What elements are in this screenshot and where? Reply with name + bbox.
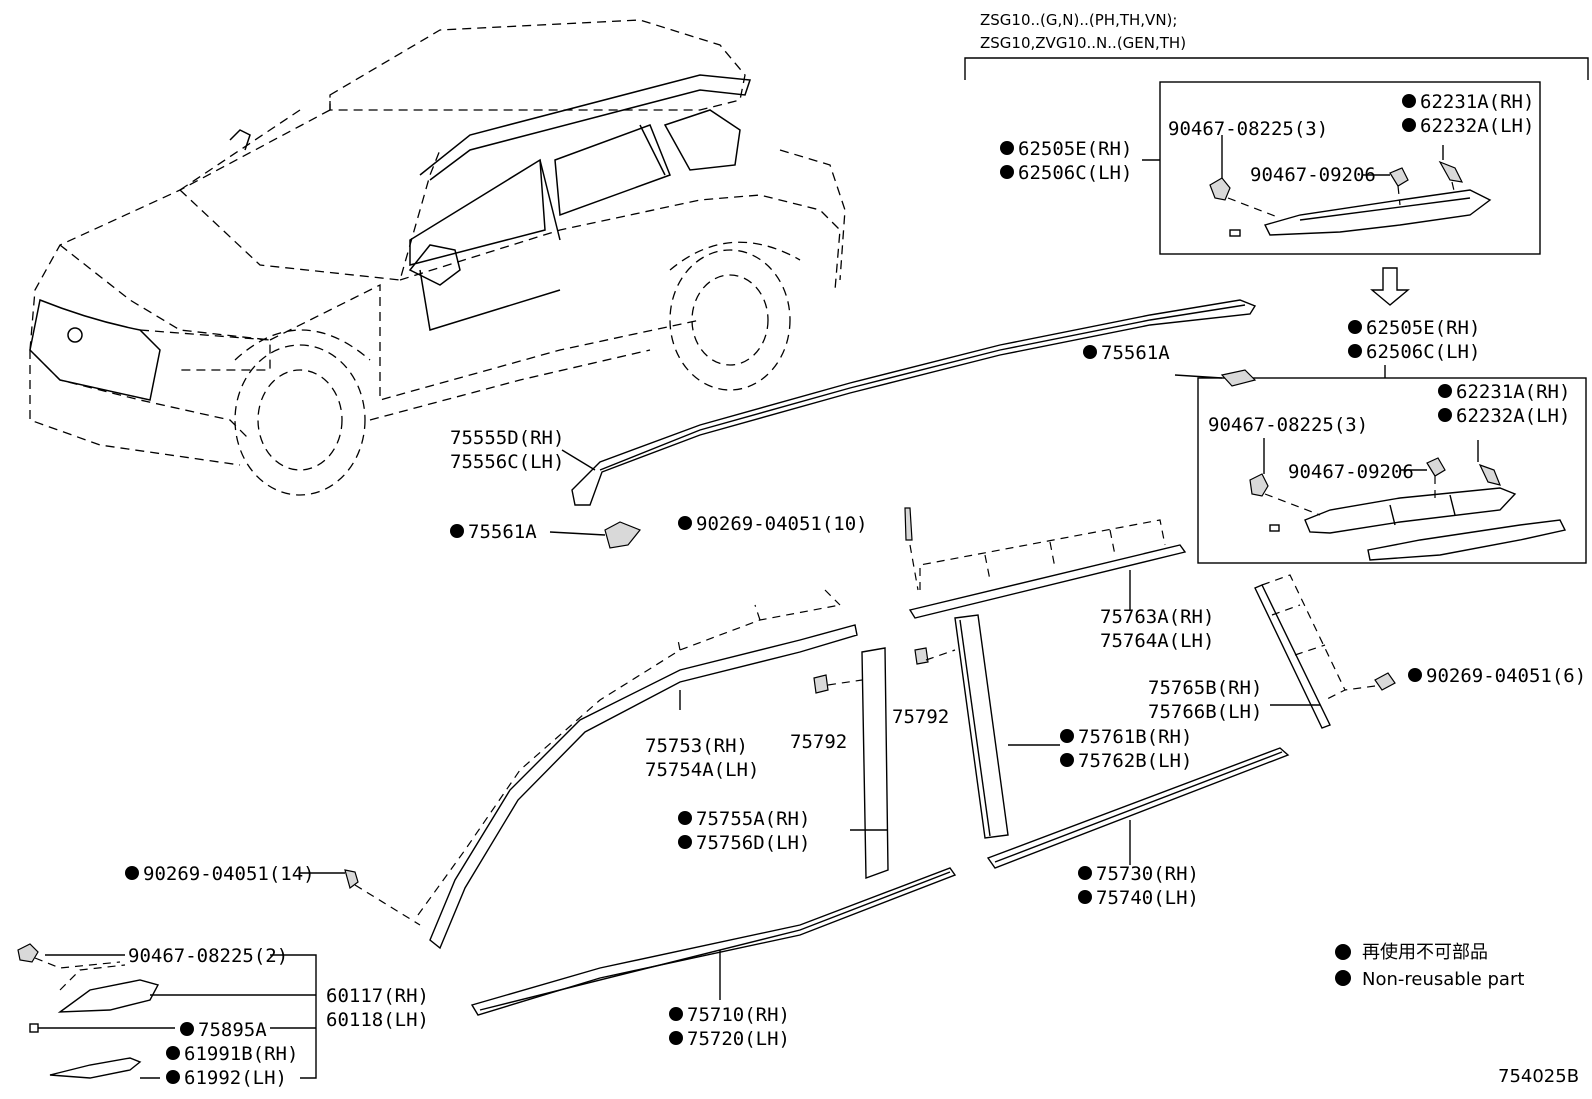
part-label: 75895A xyxy=(198,1019,267,1041)
legend-english: Non-reusable part xyxy=(1362,969,1524,990)
non-reusable-dot xyxy=(1078,866,1092,880)
part-label: 75556C(LH) xyxy=(450,451,564,473)
part-label: 90269-04051(14) xyxy=(143,863,315,885)
part-label: 75792 xyxy=(790,731,847,753)
spoiler-detail-box-top xyxy=(1142,81,1541,255)
part-label: 75710(RH) xyxy=(687,1004,790,1026)
part-label: 75755A(RH) xyxy=(696,808,810,830)
non-reusable-dot xyxy=(125,866,139,880)
part-label: 75756D(LH) xyxy=(696,832,810,854)
part-label: 75763A(RH) xyxy=(1100,606,1214,628)
part-label: 75753(RH) xyxy=(645,735,748,757)
non-reusable-dot xyxy=(1348,320,1362,334)
roof-moulding xyxy=(549,299,1257,549)
front-garnish-parts xyxy=(17,869,421,1079)
non-reusable-dot xyxy=(1402,118,1416,132)
non-reusable-dot xyxy=(450,524,464,538)
part-label: 62232A(LH) xyxy=(1420,115,1534,137)
part-label: 75792 xyxy=(892,706,949,728)
part-label: 75765B(RH) xyxy=(1148,677,1262,699)
part-label: 75740(LH) xyxy=(1096,887,1199,909)
non-reusable-dot xyxy=(1408,668,1422,682)
part-label: 90467-08225(3) xyxy=(1208,414,1368,436)
part-label: 75764A(LH) xyxy=(1100,630,1214,652)
legend-dot-icon xyxy=(1335,944,1351,960)
non-reusable-dot xyxy=(1438,408,1452,422)
non-reusable-dot xyxy=(1438,384,1452,398)
part-label: 75561A xyxy=(468,521,537,543)
part-label: 75730(RH) xyxy=(1096,863,1199,885)
part-label: 90269-04051(6) xyxy=(1426,665,1586,687)
legend-dot-icon xyxy=(1335,970,1351,986)
part-label: 61991B(RH) xyxy=(184,1043,298,1065)
part-label: 60118(LH) xyxy=(326,1009,429,1031)
part-label: 90467-08225(3) xyxy=(1168,118,1328,140)
part-label: 62231A(RH) xyxy=(1456,381,1570,403)
non-reusable-dot xyxy=(1348,344,1362,358)
part-label: 75766B(LH) xyxy=(1148,701,1262,723)
diagram-id: 754025B xyxy=(1498,1066,1579,1087)
vehicle-illustration xyxy=(29,19,846,496)
applicability-header: ZSG10..(G,N)..(PH,TH,VN); ZSG10,ZVG10..N… xyxy=(964,11,1589,80)
non-reusable-dot xyxy=(1060,729,1074,743)
part-label: 75762B(LH) xyxy=(1078,750,1192,772)
part-label: 75761B(RH) xyxy=(1078,726,1192,748)
part-label: 90467-08225(2) xyxy=(128,945,288,967)
non-reusable-dot xyxy=(669,1007,683,1021)
applicability-line-2: ZSG10,ZVG10..N..(GEN,TH) xyxy=(980,34,1186,52)
part-label: 62505E(RH) xyxy=(1018,138,1132,160)
part-label: 62506C(LH) xyxy=(1018,162,1132,184)
part-label: 75720(LH) xyxy=(687,1028,790,1050)
part-label: 60117(RH) xyxy=(326,985,429,1007)
non-reusable-dot xyxy=(1083,345,1097,359)
part-label: 90269-04051(10) xyxy=(696,513,868,535)
non-reusable-dot xyxy=(166,1046,180,1060)
non-reusable-dot xyxy=(678,811,692,825)
part-label: 62231A(RH) xyxy=(1420,91,1534,113)
part-labels: 62505E(RH) 62506C(LH) 90467-08225(3) 622… xyxy=(125,91,1586,1089)
part-label: 61992(LH) xyxy=(184,1067,287,1089)
part-label: 90467-09206 xyxy=(1250,164,1376,186)
non-reusable-dot xyxy=(669,1031,683,1045)
legend: 再使用不可部品 Non-reusable part xyxy=(1335,942,1524,990)
spoiler-detail-box-bottom xyxy=(1197,365,1587,564)
non-reusable-dot xyxy=(166,1070,180,1084)
non-reusable-dot xyxy=(1060,753,1074,767)
part-label: 75555D(RH) xyxy=(450,427,564,449)
part-label: 62505E(RH) xyxy=(1366,317,1480,339)
non-reusable-dot xyxy=(1402,94,1416,108)
window-frame-mouldings xyxy=(417,507,1396,1016)
non-reusable-dot xyxy=(1000,165,1014,179)
non-reusable-dot xyxy=(1078,890,1092,904)
part-label: 75561A xyxy=(1101,342,1170,364)
applicability-line-1: ZSG10..(G,N)..(PH,TH,VN); xyxy=(980,11,1177,29)
down-arrow-icon xyxy=(1370,267,1410,306)
part-label: 62232A(LH) xyxy=(1456,405,1570,427)
part-label: 62506C(LH) xyxy=(1366,341,1480,363)
part-label: 75754A(LH) xyxy=(645,759,759,781)
part-label: 90467-09206 xyxy=(1288,461,1414,483)
non-reusable-dot xyxy=(678,835,692,849)
non-reusable-dot xyxy=(180,1022,194,1036)
non-reusable-dot xyxy=(1000,141,1014,155)
legend-japanese: 再使用不可部品 xyxy=(1362,942,1488,963)
non-reusable-dot xyxy=(678,516,692,530)
